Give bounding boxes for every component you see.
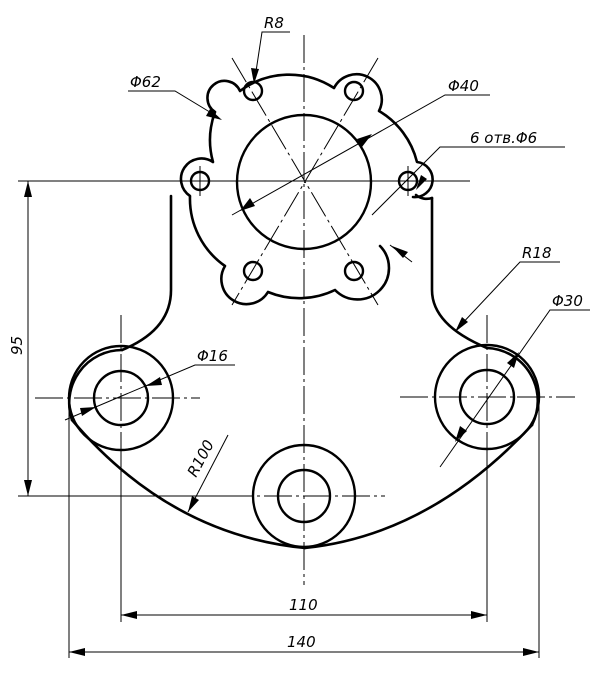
- small-hole: [343, 80, 365, 102]
- leader-d16: [64, 364, 235, 421]
- label-d40: Φ40: [448, 77, 479, 95]
- center-lines: [35, 35, 575, 585]
- arrow: [146, 377, 162, 386]
- label-d62: Φ62: [130, 73, 161, 91]
- left-side-outline: [120, 194, 173, 352]
- arrow: [392, 246, 408, 258]
- arrow: [80, 407, 96, 416]
- arrow: [24, 480, 32, 496]
- arrow: [240, 198, 255, 211]
- label-110: 110: [289, 596, 318, 614]
- bottom-arc-left: [70, 418, 307, 550]
- dimension-labels: R8 Φ62 Φ40 6 отв.Φ6 R18 Φ30 Φ16 95 R100 …: [8, 14, 583, 651]
- leader-r18: [457, 261, 560, 329]
- dimensions: [18, 31, 590, 658]
- flange-outline: [179, 72, 434, 306]
- arrow: [206, 109, 222, 120]
- bottom-arc-right: [303, 423, 534, 550]
- label-r100: R100: [184, 437, 218, 480]
- part-outline: [67, 72, 540, 550]
- arrow: [251, 68, 259, 84]
- leader-holes: [371, 146, 565, 216]
- label-95: 95: [8, 336, 26, 355]
- small-hole: [242, 80, 264, 102]
- label-r8: R8: [264, 14, 284, 32]
- leader-d30: [439, 309, 590, 468]
- arrow: [471, 611, 487, 619]
- arrow: [357, 134, 372, 147]
- small-hole: [343, 260, 365, 282]
- arrow: [455, 426, 467, 442]
- label-holes: 6 отв.Φ6: [470, 129, 537, 147]
- label-r18: R18: [522, 244, 552, 262]
- leader-d62: [128, 90, 219, 118]
- arrow: [523, 648, 539, 656]
- arrow: [507, 352, 519, 368]
- arrow: [24, 181, 32, 197]
- label-140: 140: [287, 633, 316, 651]
- leader-d40: [231, 94, 490, 216]
- right-side-outline: [430, 196, 489, 350]
- label-d30: Φ30: [552, 292, 583, 310]
- arrow: [188, 496, 199, 512]
- leader-r8: [254, 31, 290, 79]
- arrow: [69, 648, 85, 656]
- arrow: [455, 317, 468, 332]
- arrow: [121, 611, 137, 619]
- small-hole: [242, 260, 264, 282]
- arrow: [416, 175, 427, 190]
- label-d16: Φ16: [197, 347, 228, 365]
